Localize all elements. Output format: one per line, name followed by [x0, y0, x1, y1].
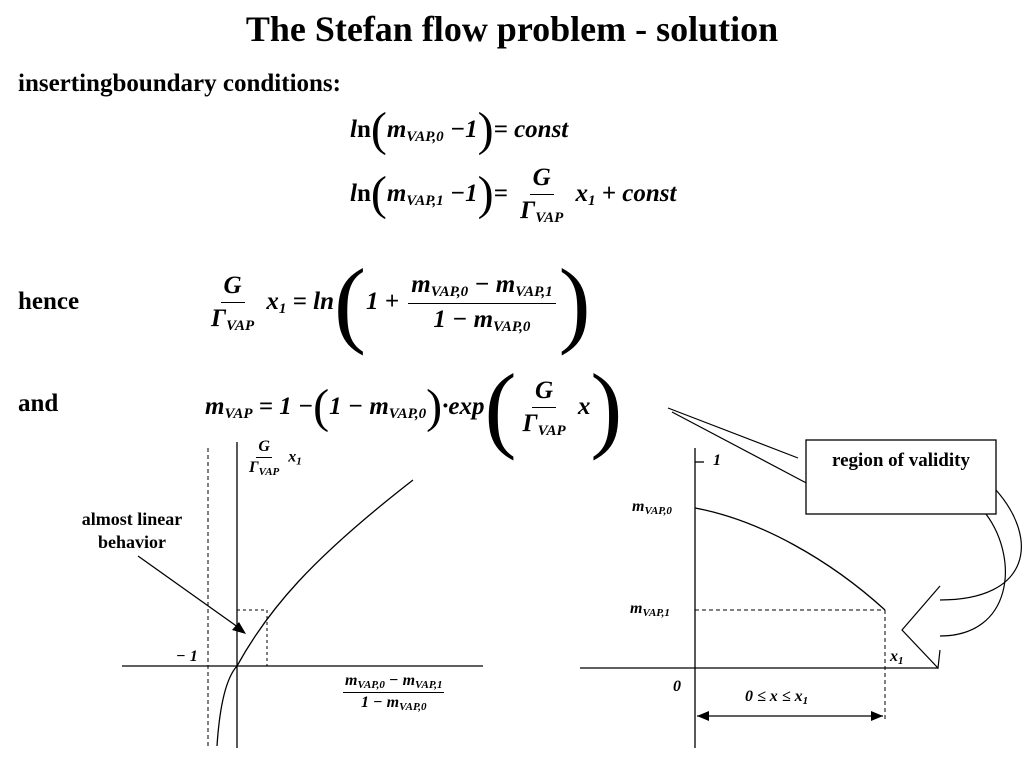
big-arrow-head — [901, 585, 941, 670]
hence-label: hence — [18, 288, 80, 315]
zero-label: 0 — [673, 678, 681, 695]
m0-label: mVAP,0 — [632, 498, 672, 517]
big-arrow-outer — [939, 489, 1022, 601]
equation-boundary-0: ln(mVAP,0 −1)= const — [350, 103, 569, 156]
big-arrow-inner — [939, 513, 1006, 637]
callout-box — [805, 439, 997, 515]
one-label: 1 — [713, 452, 721, 469]
annotation-arrow — [137, 555, 243, 631]
range-arrow-right — [871, 711, 883, 721]
callout-pointer-bottom — [671, 411, 813, 487]
callout-pointer-top — [667, 407, 799, 459]
and-label: and — [18, 390, 59, 417]
linear-region-box — [236, 609, 268, 667]
minus-one-label: − 1 — [176, 648, 198, 665]
intro-heading: insertingboundary conditions: — [18, 70, 341, 97]
callout-text: region of validity — [832, 450, 970, 471]
log-curve — [216, 479, 414, 747]
m1-label: mVAP,1 — [630, 600, 670, 619]
page-title: The Stefan flow problem - solution — [245, 9, 779, 49]
range-label: 0 ≤ x ≤ x1 — [745, 688, 809, 707]
annotation-arrowhead — [232, 622, 246, 634]
x1-label: x1 — [890, 648, 904, 667]
range-arrow-left — [697, 711, 709, 721]
annotation-linear: almost linear behavior — [81, 509, 183, 553]
concentration-profile — [694, 507, 886, 611]
